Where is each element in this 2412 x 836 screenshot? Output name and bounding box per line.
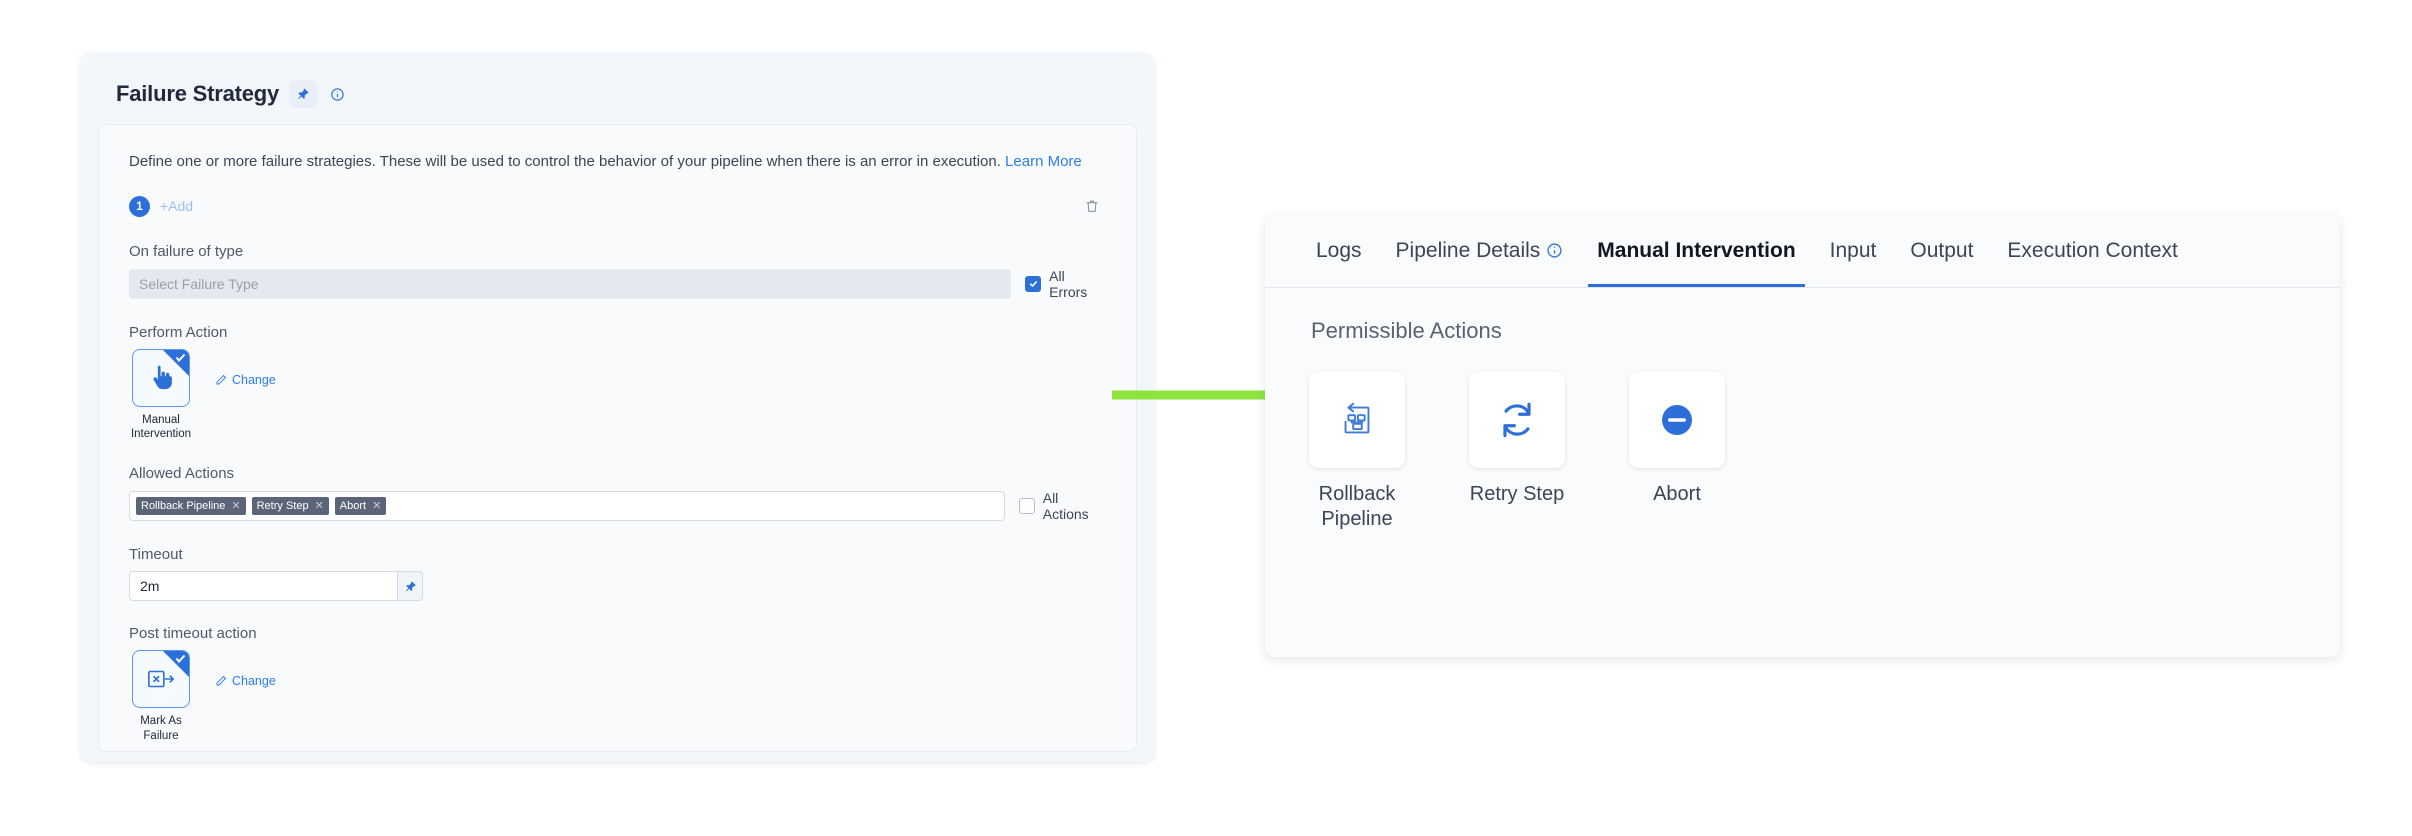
timeout-pin-button[interactable] <box>397 571 423 602</box>
permissible-action-rollback-pipeline: Rollback Pipeline <box>1309 372 1405 532</box>
change-label: Change <box>232 372 276 387</box>
post-timeout-action-row: Mark As Failure Change <box>129 650 1106 743</box>
abort-button[interactable] <box>1629 372 1725 468</box>
change-perform-action-button[interactable]: Change <box>215 373 276 387</box>
retry-step-icon <box>1503 402 1531 438</box>
failure-strategy-description: Define one or more failure strategies. T… <box>129 151 1106 174</box>
mark-as-failure-label: Mark As Failure <box>140 714 182 743</box>
post-timeout-tile-col: Mark As Failure <box>129 650 193 743</box>
retry-step-button[interactable] <box>1469 372 1565 468</box>
tag-retry-step[interactable]: Retry Step ✕ <box>251 497 329 516</box>
panel-body: Permissible Actions R <box>1265 288 2340 532</box>
learn-more-link[interactable]: Learn More <box>1005 153 1082 170</box>
permissible-actions-title: Permissible Actions <box>1311 318 1502 343</box>
perform-action-label: Perform Action <box>129 323 228 341</box>
strategy-add-row: 1 +Add <box>129 195 1106 217</box>
failure-strategy-header: Failure Strategy <box>98 70 1137 114</box>
tag-rollback-pipeline[interactable]: Rollback Pipeline ✕ <box>136 497 246 516</box>
change-label: Change <box>232 674 276 689</box>
rollback-pipeline-icon <box>1344 402 1370 434</box>
timeout-value: 2m <box>140 578 160 595</box>
mark-as-failure-tile[interactable] <box>132 650 190 709</box>
pencil-icon <box>216 374 227 384</box>
perform-action-tile-col: Manual Intervention <box>129 348 193 442</box>
page-title: Failure Strategy <box>116 81 280 106</box>
timeout-label: Timeout <box>129 546 183 564</box>
tab-label: Manual Intervention <box>1597 238 1796 262</box>
all-errors-checkbox-wrap[interactable]: All Errors <box>1025 268 1106 300</box>
permissible-actions-list: Rollback Pipeline Retry Ste <box>1299 372 2306 532</box>
abort-icon <box>1662 405 1692 435</box>
tag-abort[interactable]: Abort ✕ <box>334 497 387 516</box>
pin-icon[interactable] <box>289 80 318 108</box>
rollback-pipeline-label: Rollback Pipeline <box>1319 482 1396 532</box>
label-line-1: Mark As <box>140 715 182 728</box>
label-line-2: Failure <box>143 729 179 742</box>
failure-strategy-body: Define one or more failure strategies. T… <box>98 124 1137 752</box>
tag-label: Rollback Pipeline <box>141 500 226 513</box>
tag-remove-icon[interactable]: ✕ <box>372 499 382 512</box>
failure-strategy-card: Failure Strategy Define one or more fail… <box>80 52 1155 762</box>
info-circle-icon[interactable] <box>327 84 347 104</box>
tag-label: Abort <box>339 500 367 513</box>
tab-logs[interactable]: Logs <box>1299 214 1379 287</box>
tag-remove-icon[interactable]: ✕ <box>231 499 241 512</box>
timeout-input[interactable]: 2m <box>129 571 397 602</box>
manual-intervention-tile[interactable] <box>132 348 190 407</box>
tab-label: Output <box>1910 238 1974 262</box>
pencil-icon <box>216 676 227 686</box>
permissible-action-abort: Abort <box>1629 372 1725 532</box>
label-line-1: Retry Step <box>1469 483 1565 505</box>
all-errors-label: All Errors <box>1049 267 1088 300</box>
panel-tabs: Logs Pipeline Details Manual Interventio… <box>1265 215 2340 288</box>
allowed-actions-label: Allowed Actions <box>129 465 235 483</box>
permissible-action-retry-step: Retry Step <box>1469 372 1565 532</box>
abort-label: Abort <box>1653 482 1701 507</box>
all-actions-label: All Actions <box>1042 490 1089 523</box>
tab-output[interactable]: Output <box>1893 214 1990 287</box>
change-post-timeout-action-button[interactable]: Change <box>215 674 276 688</box>
allowed-actions-row: Rollback Pipeline ✕ Retry Step ✕ Abort ✕… <box>129 490 1106 522</box>
tab-label: Pipeline Details <box>1395 238 1541 262</box>
execution-details-panel: Logs Pipeline Details Manual Interventio… <box>1265 215 2340 657</box>
label-line-2: Pipeline <box>1321 508 1393 530</box>
description-text: Define one or more failure strategies. T… <box>129 153 1001 170</box>
all-actions-checkbox[interactable] <box>1019 498 1035 515</box>
strategy-index-badge[interactable]: 1 <box>129 195 150 217</box>
info-circle-icon[interactable] <box>1546 242 1563 259</box>
pin-icon <box>405 581 416 591</box>
mark-as-failure-icon <box>148 670 175 688</box>
label-line-1: Abort <box>1653 483 1701 505</box>
failure-type-select[interactable]: Select Failure Type <box>129 268 1012 299</box>
tab-manual-intervention[interactable]: Manual Intervention <box>1580 214 1812 287</box>
tab-pipeline-details[interactable]: Pipeline Details <box>1379 214 1581 287</box>
selected-check-badge <box>163 651 189 678</box>
timeout-row: 2m <box>129 571 1106 602</box>
label-line-2: Intervention <box>130 427 192 440</box>
all-errors-checkbox[interactable] <box>1025 275 1042 292</box>
pointing-hand-icon <box>153 364 172 389</box>
on-failure-type-label: On failure of type <box>129 242 244 260</box>
trash-icon[interactable] <box>1084 197 1106 219</box>
tag-remove-icon[interactable]: ✕ <box>314 499 324 512</box>
retry-step-label: Retry Step <box>1470 482 1564 507</box>
post-timeout-action-label: Post timeout action <box>129 625 257 643</box>
tab-execution-context[interactable]: Execution Context <box>1990 214 2194 287</box>
rollback-pipeline-button[interactable] <box>1309 372 1405 468</box>
tab-label: Input <box>1829 238 1877 262</box>
manual-intervention-label: Manual Intervention <box>131 413 191 442</box>
selected-check-badge <box>163 349 189 376</box>
perform-action-row: Manual Intervention Change <box>129 348 1106 442</box>
all-actions-checkbox-wrap[interactable]: All Actions <box>1019 490 1106 522</box>
failure-type-placeholder: Select Failure Type <box>139 275 259 292</box>
label-line-1: Rollback <box>1318 483 1396 505</box>
tab-label: Logs <box>1316 238 1362 262</box>
allowed-actions-input[interactable]: Rollback Pipeline ✕ Retry Step ✕ Abort ✕ <box>129 491 1006 522</box>
tab-label: Execution Context <box>2007 238 2178 262</box>
on-failure-type-row: Select Failure Type All Errors <box>129 268 1106 300</box>
add-strategy-link[interactable]: +Add <box>160 198 194 214</box>
tab-input[interactable]: Input <box>1813 214 1894 287</box>
label-line-1: Manual <box>142 413 180 426</box>
tag-label: Retry Step <box>256 500 309 513</box>
